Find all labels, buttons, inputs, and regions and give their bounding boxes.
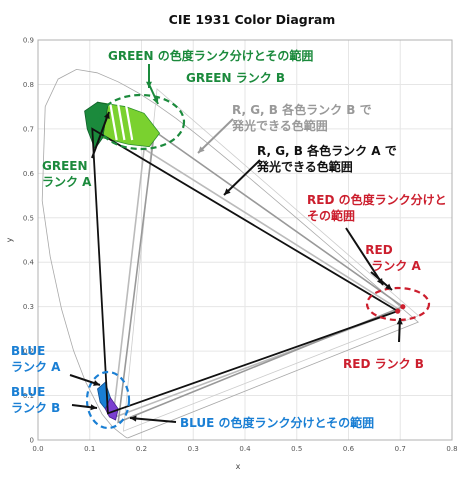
annotation-label: ランク A xyxy=(11,360,61,374)
spectral-locus xyxy=(41,68,419,439)
annotation-label: GREEN xyxy=(42,159,88,173)
annotation-label: GREEN ランク B xyxy=(186,71,285,85)
annotation-label: RED xyxy=(365,243,392,257)
green-rank-b-stripe xyxy=(109,104,118,141)
y-tick-label: 0.8 xyxy=(23,81,34,89)
green-rank-b-stripe xyxy=(117,104,126,141)
red-highlight-ellipse xyxy=(365,286,431,322)
green-rank-b-stripe xyxy=(124,104,134,141)
annotation-arrow xyxy=(197,118,234,154)
annotation-arrowhead xyxy=(224,188,231,195)
annotation-label: 発光できる色範囲 xyxy=(231,118,328,133)
annotation-label: ランク A xyxy=(42,175,92,189)
y-axis-label: y xyxy=(5,237,14,242)
annotation-arrow xyxy=(91,111,110,159)
rgb-outer-envelope xyxy=(122,88,420,432)
annotation-label: RED ランク B xyxy=(343,357,424,371)
blue-rank-b-region xyxy=(104,397,119,421)
plot-frame xyxy=(37,39,453,441)
annotation-arrow xyxy=(223,159,261,196)
y-tick-label: 0.1 xyxy=(23,392,34,400)
annotation-label: BLUE xyxy=(11,385,45,399)
red-rank-b-point xyxy=(400,304,406,310)
annotation-label: R, G, B 各色ランク A で xyxy=(257,143,397,158)
annotation-label: R, G, B 各色ランク B で xyxy=(232,102,372,117)
y-tick-label: 0.9 xyxy=(23,37,34,45)
red-rank-a-point xyxy=(395,308,401,314)
annotation-label: ランク A xyxy=(371,259,421,273)
annotation-arrowhead xyxy=(130,415,137,422)
x-tick-label: 0.0 xyxy=(32,445,43,453)
x-tick-label: 0.5 xyxy=(291,445,302,453)
y-tick-label: 0.6 xyxy=(23,170,35,178)
y-tick-label: 0.5 xyxy=(23,214,34,222)
annotation-label: BLUE の色度ランク分けとその範囲 xyxy=(180,415,374,430)
annotation-label: ランク B xyxy=(11,401,60,415)
rgb-rank-b-triangle-outer xyxy=(117,129,405,424)
annotation-arrowhead xyxy=(104,112,110,119)
x-tick-label: 0.7 xyxy=(395,445,406,453)
annotation-arrowhead xyxy=(198,146,205,153)
annotation-arrowhead xyxy=(152,97,159,104)
annotation-label: BLUE xyxy=(11,344,45,358)
annotation-label: その範囲 xyxy=(307,208,355,223)
x-tick-label: 0.2 xyxy=(136,445,147,453)
annotation-arrow xyxy=(345,227,384,286)
y-tick-label: 0.3 xyxy=(23,303,34,311)
annotation-arrowhead xyxy=(385,283,392,290)
blue-highlight-ellipse xyxy=(85,370,131,430)
green-rank-a-region xyxy=(84,101,109,150)
chart-title: CIE 1931 Color Diagram xyxy=(169,12,336,27)
x-tick-label: 0.8 xyxy=(446,445,457,453)
annotation-label: GREEN の色度ランク分けとその範囲 xyxy=(108,48,313,63)
annotation-arrowhead xyxy=(93,380,100,386)
x-tick-label: 0.6 xyxy=(343,445,355,453)
annotation-arrowhead xyxy=(396,318,403,325)
annotations: GREEN の色度ランク分けとその範囲 GREEN ランク B R, G, B 各色… xyxy=(11,48,447,430)
y-tick-label: 0.4 xyxy=(23,259,35,267)
x-tick-label: 0.1 xyxy=(84,445,95,453)
y-tick-label: 0 xyxy=(30,437,34,445)
annotation-arrow xyxy=(129,417,177,423)
annotation-arrowhead xyxy=(90,404,97,411)
rgb-rank-a-triangle xyxy=(91,127,400,415)
x-axis-label: x xyxy=(236,462,241,471)
y-tick-label: 0.2 xyxy=(23,348,34,356)
annotation-label: 発光できる色範囲 xyxy=(256,159,353,174)
green-highlight-ellipse xyxy=(96,93,186,151)
annotation-label: RED の色度ランク分けと xyxy=(307,192,447,207)
rgb-rank-b-triangle-inner xyxy=(112,147,402,420)
x-tick-label: 0.3 xyxy=(188,445,199,453)
plot-area xyxy=(41,68,420,439)
y-tick-label: 0.7 xyxy=(23,125,34,133)
x-tick-label: 0.4 xyxy=(239,445,251,453)
